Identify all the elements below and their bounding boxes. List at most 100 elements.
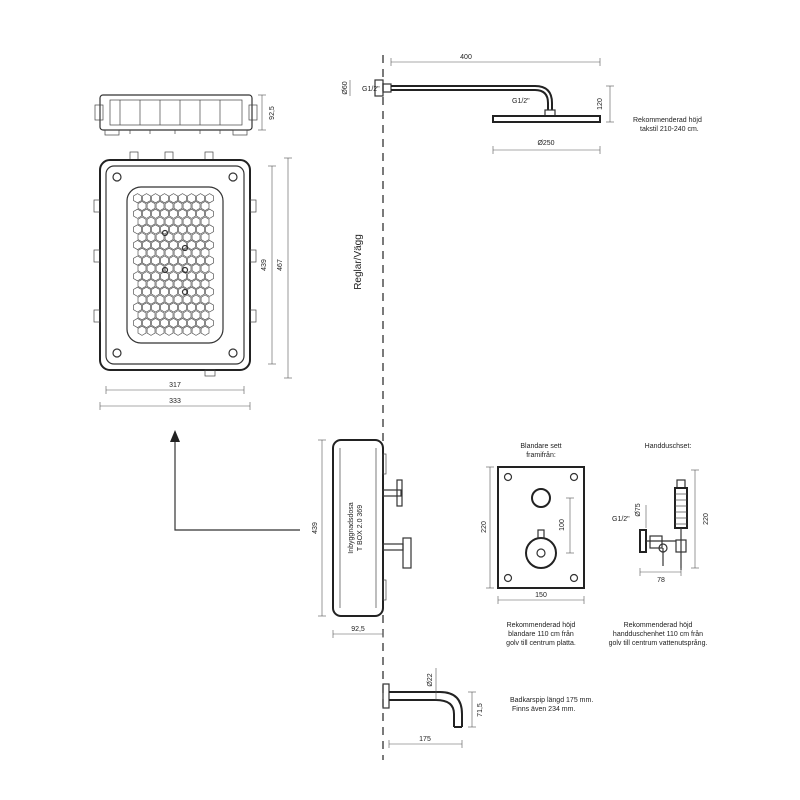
hex-cell <box>137 247 147 258</box>
hex-cell <box>137 200 147 212</box>
hex-cell <box>196 302 205 313</box>
hex-cell <box>146 263 156 274</box>
hex-cell <box>160 255 169 266</box>
hex-cell <box>142 193 151 204</box>
hex-cell <box>169 193 178 204</box>
hand-note-1: Rekommenderad höjd <box>624 622 693 629</box>
hex-cell <box>191 232 201 243</box>
hex-cell <box>200 232 210 243</box>
hex-cell <box>146 278 156 290</box>
mixer-spacing: 100 <box>559 519 566 531</box>
hex-cell <box>160 271 169 282</box>
hex-cell <box>191 325 201 336</box>
head-thread: G1/2" <box>512 98 530 105</box>
hex-cell <box>178 239 187 251</box>
hex-cell <box>160 239 169 251</box>
hex-cell <box>133 286 142 297</box>
hex-cell <box>169 239 178 251</box>
spout-length: 175 <box>419 736 431 743</box>
head-note-1: Rekommenderad höjd <box>633 117 702 124</box>
hex-cell <box>142 208 151 219</box>
hex-cell <box>137 216 147 227</box>
hand-shower-set: Handduschset: 220 Ø75 G1/2" 78 Rekommend… <box>609 443 710 647</box>
wall-thread: G1/2" <box>362 86 380 93</box>
hex-cell <box>187 317 196 329</box>
hex-cell <box>191 200 201 212</box>
hex-cell <box>133 193 142 204</box>
hex-cell <box>182 200 192 212</box>
hex-cell <box>133 255 142 266</box>
hex-cell <box>200 294 210 305</box>
box-front-width-inner: 317 <box>169 382 181 389</box>
hex-cell <box>151 193 160 204</box>
reference-arrow <box>170 430 300 531</box>
hex-cell <box>196 239 205 251</box>
shower-head-assembly: 400 Ø60 G1/2" G1/2" 120 Ø250 Rekommender… <box>342 54 702 154</box>
hex-cell <box>142 271 151 282</box>
hex-cell <box>173 294 183 305</box>
hex-cell <box>146 294 156 305</box>
hex-cell <box>151 286 160 297</box>
mixer-title-1: Blandare sett <box>520 443 561 450</box>
hand-title: Handduschset: <box>645 443 692 450</box>
hex-cell <box>187 255 196 266</box>
hex-cell <box>205 271 214 282</box>
hex-cell <box>164 278 174 290</box>
hex-cell <box>169 317 178 329</box>
hex-cell <box>196 224 205 235</box>
hex-cell <box>173 263 183 274</box>
hex-cell <box>142 302 151 313</box>
box-front-view: 439 467 317 333 <box>93 151 292 410</box>
hex-cell <box>137 232 147 243</box>
hex-cell <box>196 286 205 297</box>
hex-cell <box>169 302 178 313</box>
hex-cell <box>178 302 187 313</box>
hex-cell <box>200 310 210 321</box>
hex-cell <box>155 278 165 290</box>
drop-height: 120 <box>597 98 604 110</box>
hex-cell <box>182 216 192 227</box>
hex-cell <box>164 247 174 258</box>
hex-cell <box>187 224 196 235</box>
mixer-note-1: Rekommenderad höjd <box>507 622 576 629</box>
hex-cell <box>151 239 160 251</box>
hex-cell <box>160 208 169 219</box>
hex-cell <box>205 255 214 266</box>
hex-cell <box>133 317 142 329</box>
hex-cell <box>191 278 201 290</box>
hex-cell <box>205 208 214 219</box>
hex-cell <box>191 263 201 274</box>
hex-cell <box>173 278 183 290</box>
hex-cell <box>151 271 160 282</box>
hex-cell <box>164 200 174 212</box>
side-height: 439 <box>312 522 319 534</box>
hex-cell <box>133 208 142 219</box>
hex-cell <box>182 310 192 321</box>
hex-cell <box>160 286 169 297</box>
hex-cell <box>200 278 210 290</box>
hex-cell <box>155 216 165 227</box>
hex-cell <box>164 216 174 227</box>
hex-cell <box>151 255 160 266</box>
hex-cell <box>137 294 147 305</box>
hex-cell <box>133 239 142 251</box>
bath-spout: Ø22 71,5 175 Badkarspip längd 175 mm. Fi… <box>382 668 593 748</box>
hex-cell <box>200 216 210 227</box>
box-front-height-inner: 439 <box>261 259 268 271</box>
spout-note-1: Badkarspip längd 175 mm. <box>510 697 593 704</box>
hex-cell <box>146 216 156 227</box>
hex-cell <box>169 286 178 297</box>
hex-cell <box>200 247 210 258</box>
box-front-width-outer: 333 <box>169 398 181 405</box>
hex-cell <box>191 216 201 227</box>
hex-cell <box>205 286 214 297</box>
mixer-note-2: blandare 110 cm från <box>508 630 574 638</box>
hex-cell <box>169 271 178 282</box>
wall-label: Reglar/Vägg <box>353 234 364 290</box>
hex-cell <box>142 239 151 251</box>
hex-cell <box>155 200 165 212</box>
hex-cell <box>205 302 214 313</box>
hex-cell <box>173 216 183 227</box>
hex-cell <box>164 294 174 305</box>
